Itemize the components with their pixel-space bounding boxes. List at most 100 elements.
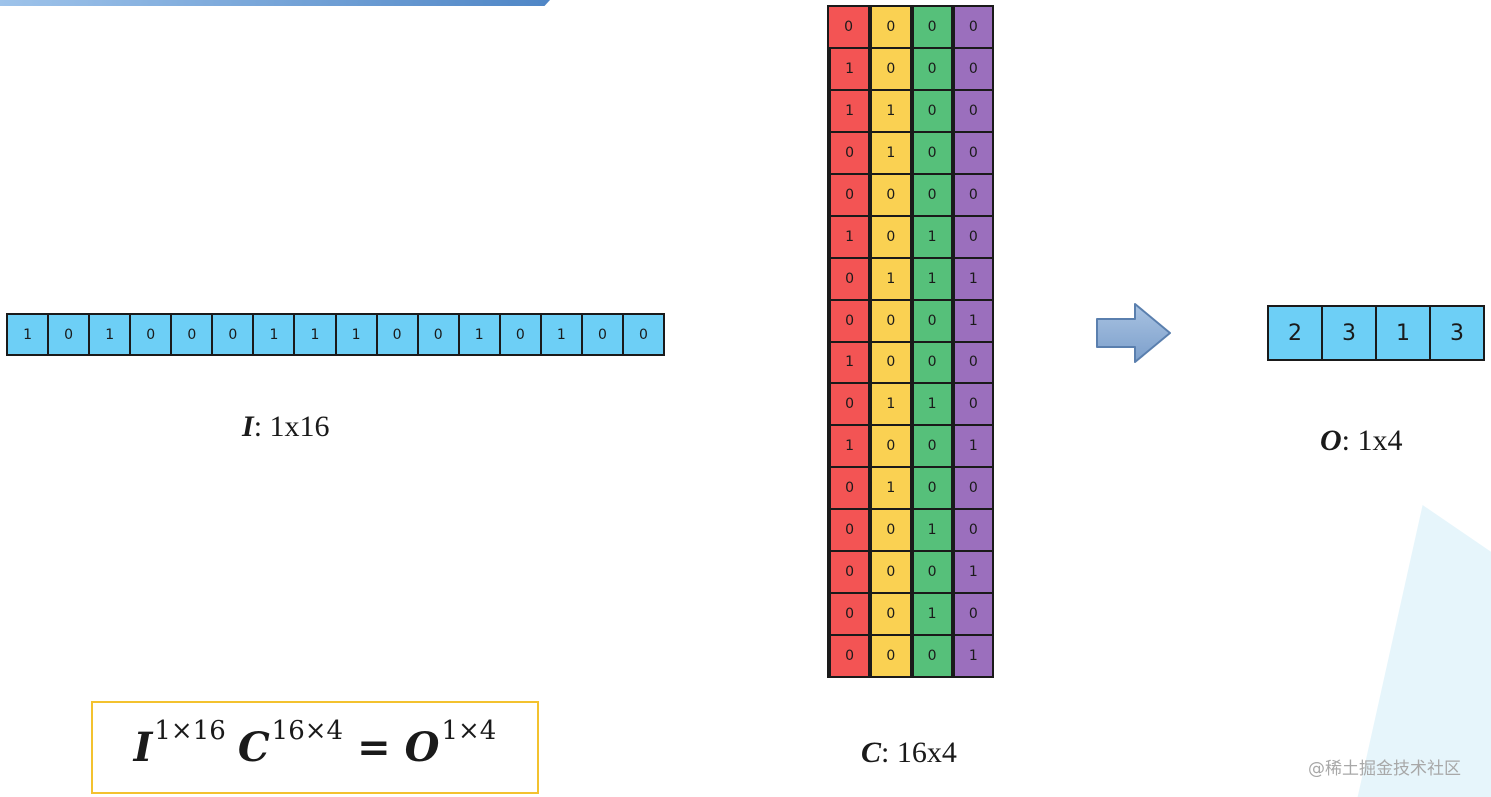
- matrix-c-cell: 1: [911, 594, 951, 635]
- vector-i-cell: 1: [539, 315, 581, 354]
- matrix-c-cell: 0: [952, 594, 992, 635]
- matrix-c-cell: 0: [829, 174, 869, 215]
- matrix-c-cell: 1: [829, 342, 869, 383]
- matrix-c-cell: 1: [911, 510, 951, 551]
- equation-term-c: C: [237, 724, 270, 771]
- equation-term-i: I: [133, 724, 153, 771]
- vector-i-cell: 0: [416, 315, 458, 354]
- vector-i-dims: : 1x16: [253, 410, 330, 443]
- matrix-c-cell: 0: [911, 300, 951, 341]
- matrix-c-cell: 0: [870, 594, 910, 635]
- matrix-c-cell: 1: [870, 132, 910, 173]
- matrix-c-cell: 1: [952, 258, 992, 299]
- matrix-c-cell: 1: [952, 636, 992, 676]
- matrix-c-cell: 1: [952, 300, 992, 341]
- matrix-c-cell: 0: [829, 636, 869, 676]
- matrix-c-cell: 0: [911, 48, 951, 89]
- matrix-c-cell: 0: [870, 300, 910, 341]
- matrix-c-cell: 1: [911, 384, 951, 425]
- vector-i-cell: 0: [375, 315, 417, 354]
- matrix-c-cell: 0: [870, 174, 910, 215]
- matrix-c-cell: 0: [952, 7, 992, 47]
- matrix-c-cell: 1: [952, 426, 992, 467]
- matrix-c-cell: 1: [870, 468, 910, 509]
- vector-o-label: O: 1x4: [1320, 424, 1403, 458]
- matrix-c-cell: 0: [911, 426, 951, 467]
- matrix-c-cell: 1: [829, 90, 869, 131]
- vector-i-symbol: I: [242, 410, 254, 443]
- vector-o-dims: : 1x4: [1341, 424, 1403, 457]
- vector-i-cell: 0: [621, 315, 663, 354]
- matrix-c-cell: 0: [829, 300, 869, 341]
- equation-result-o: O: [404, 724, 440, 771]
- watermark: @稀土掘金技术社区: [1308, 759, 1461, 779]
- vector-i-cell: 0: [47, 315, 88, 354]
- matrix-c-cell: 0: [952, 48, 992, 89]
- vector-i-cell: 0: [129, 315, 170, 354]
- matrix-c-cell: 0: [911, 90, 951, 131]
- matrix-c-cell: 1: [829, 48, 869, 89]
- matrix-c-cell: 0: [829, 384, 869, 425]
- matrix-c-cell: 0: [870, 636, 910, 676]
- matrix-c-cell: 0: [911, 342, 951, 383]
- matrix-c-cell: 0: [911, 7, 951, 47]
- matrix-c-cell: 1: [829, 426, 869, 467]
- matrix-c-cell: 0: [829, 258, 869, 299]
- vector-i-cell: 1: [293, 315, 334, 354]
- equation-operator: =: [357, 724, 391, 771]
- right-arrow-icon: [1096, 303, 1171, 363]
- matrix-c-cell: 0: [829, 510, 869, 551]
- matrix-c-cell: 0: [952, 384, 992, 425]
- vector-i-label: I: 1x16: [242, 410, 330, 444]
- matrix-c-cell: 0: [911, 132, 951, 173]
- matrix-c-cell: 0: [829, 594, 869, 635]
- matrix-c-symbol: C: [861, 736, 882, 769]
- matrix-c-cell: 0: [870, 216, 910, 257]
- vector-i-cell: 0: [498, 315, 540, 354]
- matrix-c-cell: 0: [870, 342, 910, 383]
- vector-o-symbol: O: [1320, 424, 1342, 457]
- top-accent-stripe: [0, 0, 550, 6]
- equation-term-i-superscript: 1×16: [154, 715, 226, 746]
- vector-i-cell: 0: [211, 315, 252, 354]
- matrix-c-cell: 1: [829, 216, 869, 257]
- matrix-c-cell: 0: [952, 510, 992, 551]
- matrix-c-cell: 0: [911, 468, 951, 509]
- vector-o-cell: 3: [1321, 307, 1375, 359]
- matrix-c-cell: 0: [952, 90, 992, 131]
- vector-o-cell: 3: [1429, 307, 1483, 359]
- matrix-c-cell: 0: [829, 468, 869, 509]
- matrix-c-cell: 0: [911, 552, 951, 593]
- matrix-c-cell: 0: [829, 552, 869, 593]
- matrix-c-cell: 0: [911, 636, 951, 676]
- matrix-c-cell: 0: [952, 216, 992, 257]
- matrix-c-cell: 0: [870, 48, 910, 89]
- matrix-c-cell: 1: [911, 216, 951, 257]
- matrix-c-cell: 0: [870, 426, 910, 467]
- matrix-c-cell: 0: [952, 468, 992, 509]
- matrix-c-cell: 1: [870, 90, 910, 131]
- matrix-c-label: C: 16x4: [861, 736, 957, 770]
- equation-result-o-superscript: 1×4: [441, 715, 497, 746]
- vector-i-cell: 0: [170, 315, 211, 354]
- vector-i-cell: 1: [252, 315, 293, 354]
- vector-i-cell: 1: [23, 326, 32, 343]
- vector-i-cell: 1: [334, 315, 376, 354]
- matrix-c-cell: 0: [952, 342, 992, 383]
- matrix-c-cell: 0: [829, 7, 869, 47]
- vector-i-cell: 1: [88, 315, 129, 354]
- matrix-c-cell: 0: [952, 174, 992, 215]
- matrix-c-cell: 1: [952, 552, 992, 593]
- matrix-c-cell: 0: [952, 132, 992, 173]
- vector-i-cell: 1: [457, 315, 499, 354]
- vector-o-cell: 1: [1375, 307, 1429, 359]
- matrix-c-cell: 1: [911, 258, 951, 299]
- matrix-c-cell: 0: [870, 7, 910, 47]
- matrix-c-cell: 0: [911, 174, 951, 215]
- vector-i-cell: 0: [580, 315, 622, 354]
- matrix-c-cell: 0: [870, 552, 910, 593]
- matrix-c-cell: 1: [870, 258, 910, 299]
